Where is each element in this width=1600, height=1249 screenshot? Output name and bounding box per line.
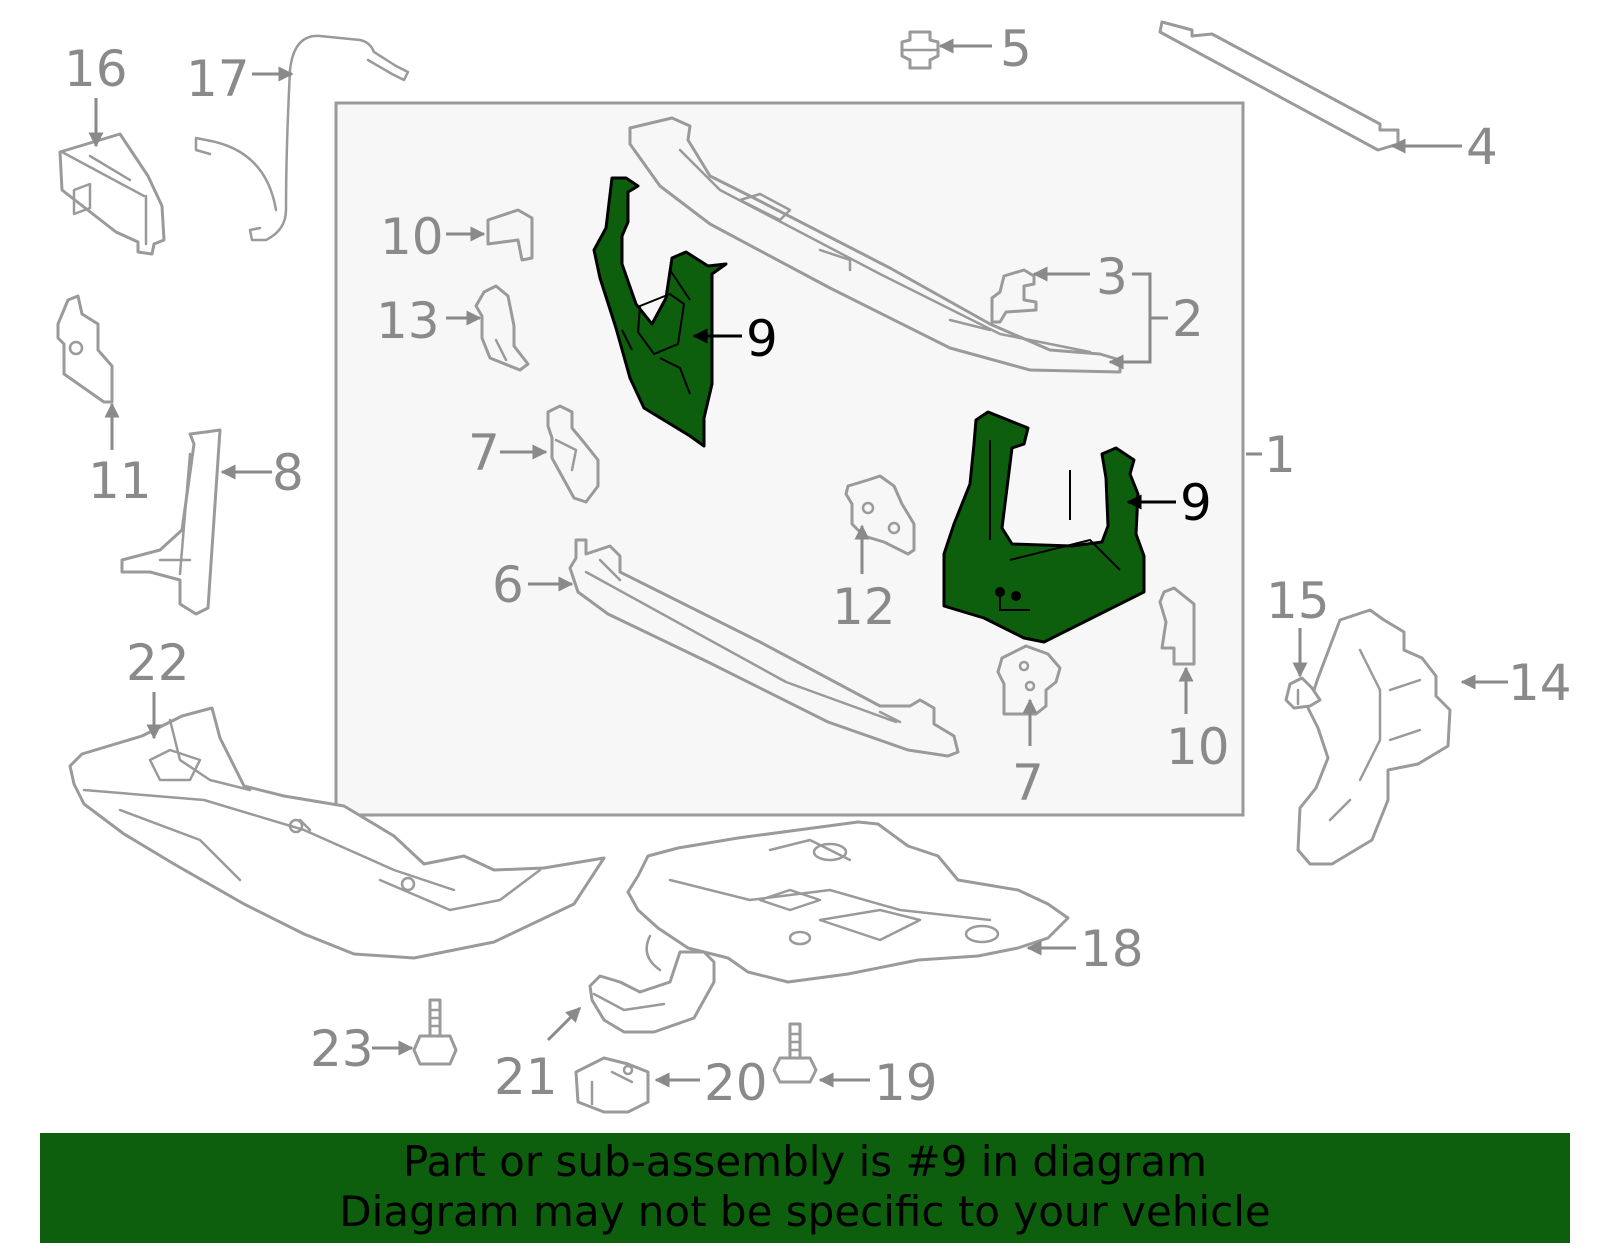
- part-6-lower-support[interactable]: [568, 538, 960, 758]
- part-22-engine-under-cover[interactable]: [68, 706, 606, 960]
- callout-16: 16: [64, 40, 128, 98]
- part-11-bracket[interactable]: [56, 294, 114, 404]
- callout-6: 6: [492, 556, 524, 614]
- part-19-bolt[interactable]: [772, 1022, 818, 1084]
- callout-20: 20: [704, 1054, 768, 1112]
- part-4-seal-strip[interactable]: [1158, 20, 1400, 152]
- part-17-wire-harness[interactable]: [194, 34, 410, 242]
- part-15-push-clip[interactable]: [1284, 676, 1322, 710]
- callout-7-upper: 7: [468, 424, 500, 482]
- callout-14: 14: [1508, 654, 1572, 712]
- callout-9-left: 9: [746, 310, 778, 368]
- callout-15: 15: [1266, 572, 1330, 630]
- callout-12: 12: [832, 578, 896, 636]
- callout-3: 3: [1096, 248, 1128, 306]
- callout-7-lower: 7: [1012, 754, 1044, 812]
- footer-banner: Part or sub-assembly is #9 in diagram Di…: [40, 1133, 1570, 1243]
- callout-22: 22: [126, 634, 190, 692]
- callout-18: 18: [1080, 920, 1144, 978]
- part-9-duct-left-highlighted[interactable]: [592, 176, 728, 448]
- callout-10-lower: 10: [1166, 718, 1230, 776]
- callout-21: 21: [494, 1048, 558, 1106]
- part-10-pad-lower[interactable]: [1158, 586, 1196, 666]
- part-23-bolt[interactable]: [412, 998, 458, 1066]
- callout-4: 4: [1466, 118, 1498, 176]
- part-7-bracket-upper[interactable]: [546, 404, 600, 504]
- part-7-bracket-lower[interactable]: [996, 644, 1062, 716]
- part-20-bracket[interactable]: [574, 1056, 650, 1114]
- callout-8: 8: [272, 444, 304, 502]
- callout-10-upper: 10: [380, 208, 444, 266]
- part-13-guide[interactable]: [474, 284, 530, 372]
- callout-23: 23: [310, 1020, 374, 1078]
- callout-9-right: 9: [1180, 474, 1212, 532]
- part-21-bracket[interactable]: [588, 934, 716, 1034]
- part-5-clip[interactable]: [900, 30, 940, 70]
- part-8-support[interactable]: [120, 428, 222, 616]
- callout-1: 1: [1264, 426, 1296, 484]
- callout-labels: 1 2 3 4 5 6 7 7 8 9 9 10 10 11 12 13 14 …: [64, 20, 1572, 1112]
- callout-11: 11: [88, 452, 152, 510]
- leader-lines: [88, 38, 1508, 1088]
- part-16-module[interactable]: [58, 132, 166, 256]
- callout-13: 13: [376, 292, 440, 350]
- part-14-air-guide[interactable]: [1296, 608, 1452, 866]
- footer-line-1: Part or sub-assembly is #9 in diagram: [402, 1137, 1208, 1186]
- callout-2: 2: [1172, 290, 1204, 348]
- callout-19: 19: [874, 1054, 938, 1112]
- callout-5: 5: [1000, 20, 1032, 78]
- part-10-pad-upper[interactable]: [486, 208, 534, 262]
- footer-line-2: Diagram may not be specific to your vehi…: [339, 1187, 1271, 1236]
- callout-17: 17: [186, 50, 250, 108]
- part-9-duct-right-highlighted[interactable]: [942, 410, 1146, 644]
